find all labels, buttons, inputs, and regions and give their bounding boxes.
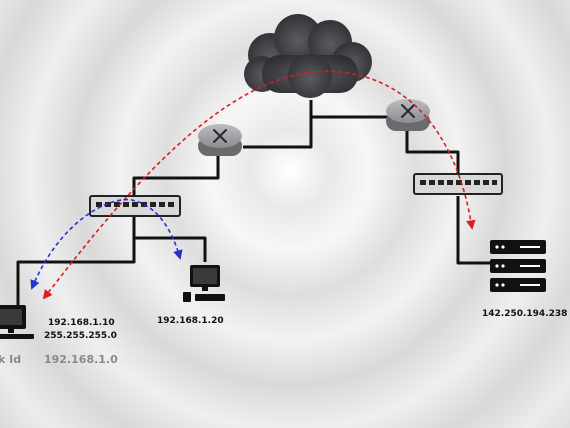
server-ip-label: 142.250.194.238	[482, 309, 568, 319]
router-left-icon	[198, 124, 242, 156]
link-router-left-switch-left	[132, 156, 220, 196]
switch-left-icon	[89, 195, 181, 217]
switch-right-icon	[413, 173, 503, 195]
link-cloud-router-left	[243, 100, 313, 149]
path-pc-to-pc	[30, 198, 183, 290]
desktop-computer-left-icon	[0, 305, 34, 339]
internet-cloud-icon	[244, 14, 372, 98]
pc-left-subnet-mask-label: 255.255.255.0	[44, 331, 117, 341]
link-switch-left-pc-left	[16, 216, 136, 305]
desktop-computer-middle-icon	[183, 265, 225, 302]
link-router-right-switch-right	[405, 131, 460, 173]
link-switch-right-server	[456, 196, 490, 265]
path-pc-to-server	[42, 70, 476, 300]
pc-middle-ip-label: 192.168.1.20	[157, 316, 224, 326]
network-id-caption: k Id	[0, 353, 22, 366]
link-switch-left-pc-middle	[134, 236, 207, 262]
pc-left-ip-label: 192.168.1.10	[48, 318, 115, 328]
server-rack-icon	[490, 240, 546, 292]
network-id-value: 192.168.1.0	[44, 353, 118, 366]
router-right-icon	[386, 99, 430, 131]
